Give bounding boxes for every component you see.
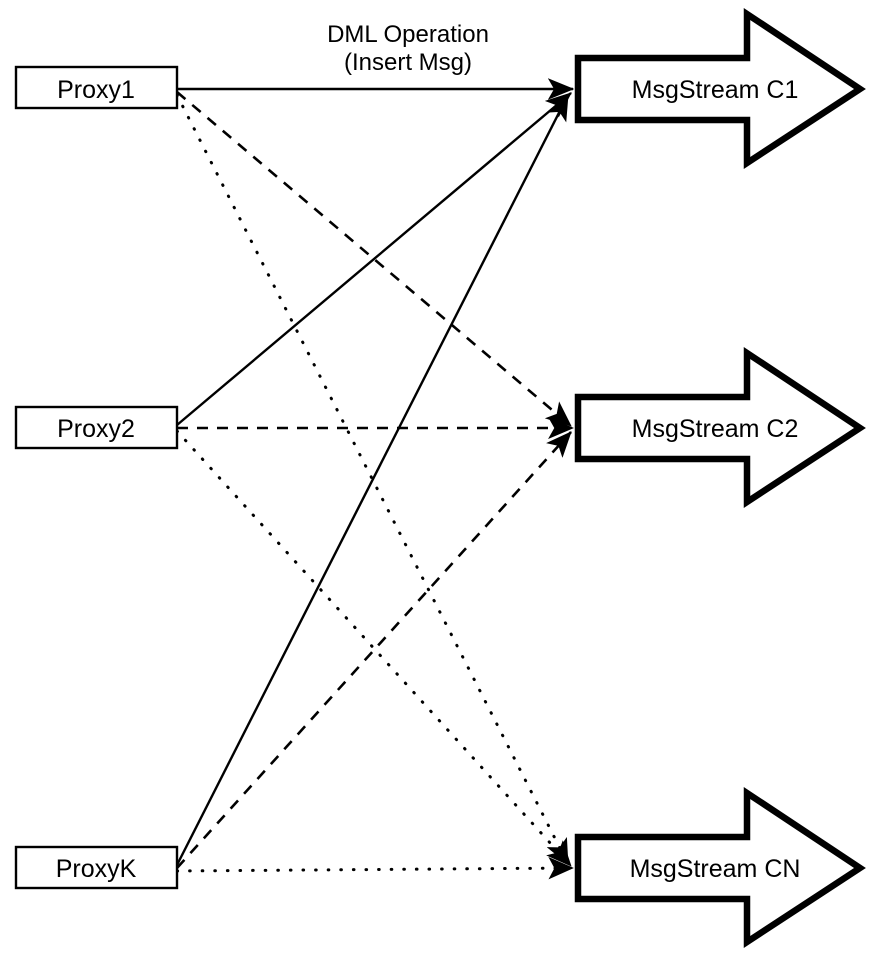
- connector-proxy1-c2: [176, 91, 572, 427]
- msgstream-arrow-shape-stream_c1[interactable]: [574, 7, 866, 170]
- dml-operation-annotation: DML Operation (Insert Msg): [327, 21, 489, 76]
- dml-operation-label-line2: (Insert Msg): [344, 49, 472, 76]
- connector-proxyk-cn: [175, 856, 575, 880]
- connector-proxyk-c2: [176, 431, 572, 869]
- proxy-label-proxyk: ProxyK: [56, 855, 137, 883]
- msgstream-label-stream_c2: MsgStream C2: [632, 415, 799, 443]
- msgstream-node-stream_c1[interactable]: MsgStream C1: [574, 7, 866, 170]
- msgstream-label-stream_c1: MsgStream C1: [632, 76, 799, 104]
- proxy-box-proxyk[interactable]: [14, 845, 179, 890]
- connections-layer: [175, 78, 575, 880]
- msgstream-arrows-layer: MsgStream C1 MsgStream C2 MsgStream CN: [574, 7, 866, 949]
- proxy-node-proxyk[interactable]: ProxyK: [14, 845, 179, 890]
- msgstream-arrow-shape-stream_c2[interactable]: [574, 346, 866, 509]
- proxy-box-proxy2[interactable]: [14, 405, 179, 450]
- proxy-box-proxy1[interactable]: [14, 65, 179, 110]
- proxy-label-proxy2: Proxy2: [57, 415, 135, 443]
- msgstream-label-stream_cn: MsgStream CN: [630, 855, 801, 883]
- connector-proxyk-c1: [175, 93, 570, 866]
- msgstream-node-stream_c2[interactable]: MsgStream C2: [574, 346, 866, 509]
- connector-proxy2-c1: [176, 92, 572, 426]
- dml-operation-label-line1: DML Operation: [327, 21, 489, 48]
- msgstream-arrow-shape-stream_cn[interactable]: [574, 786, 866, 949]
- connector-proxy1-cn: [175, 93, 570, 866]
- msgstream-node-stream_cn[interactable]: MsgStream CN: [574, 786, 866, 949]
- proxy-node-proxy1[interactable]: Proxy1: [14, 65, 179, 110]
- proxy-node-proxy2[interactable]: Proxy2: [14, 405, 179, 450]
- proxy-label-proxy1: Proxy1: [57, 76, 135, 104]
